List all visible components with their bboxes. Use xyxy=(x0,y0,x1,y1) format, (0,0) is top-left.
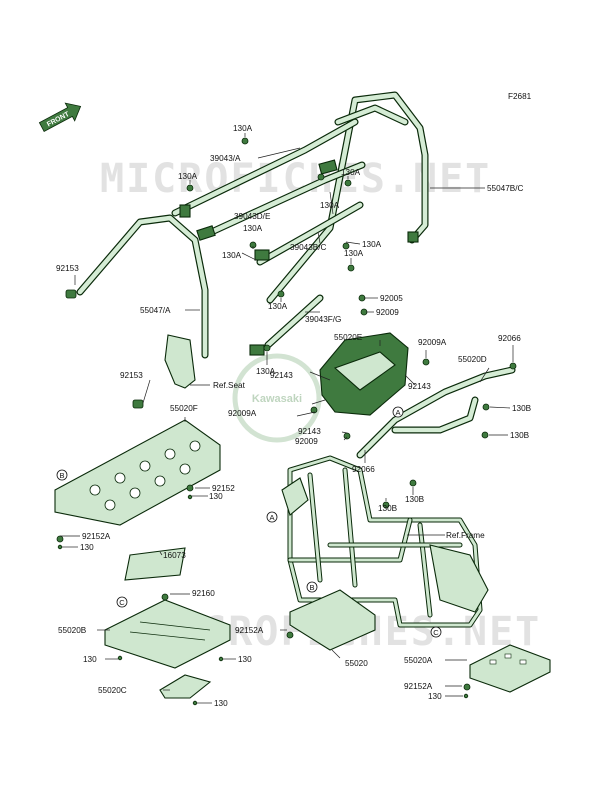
label-92066-1: 92066 xyxy=(498,334,521,343)
label-55020b: 55020B xyxy=(58,626,87,635)
label-130-3: 130 xyxy=(83,655,97,664)
label-92143-3: 92143 xyxy=(298,427,321,436)
label-130b-1: 130B xyxy=(512,404,532,413)
label-92009-2: 92009 xyxy=(295,437,318,446)
label-ref-frame: Ref.Frame xyxy=(446,531,485,540)
label-55020a: 55020A xyxy=(404,656,433,665)
label-39043bc: 39043B/C xyxy=(290,243,327,252)
main-frame xyxy=(281,455,489,628)
label-92009a-1: 92009A xyxy=(418,338,447,347)
label-55020e: 55020E xyxy=(334,333,363,342)
label-130a-6: 130A xyxy=(362,240,382,249)
leader-lines xyxy=(60,133,514,704)
label-130-1: 130 xyxy=(209,492,223,501)
label-39043fg: 39043F/G xyxy=(305,315,341,324)
label-130a-10: 130A xyxy=(256,367,276,376)
plate-55020c xyxy=(159,674,212,699)
label-130-4: 130 xyxy=(238,655,252,664)
label-39043a: 39043/A xyxy=(210,154,241,163)
callout-a-2: A xyxy=(266,511,278,523)
label-ref-seat: Ref.Seat xyxy=(213,381,246,390)
callout-c-2: C xyxy=(430,626,442,638)
label-130a-3: 130A xyxy=(341,168,361,177)
svg-text:B: B xyxy=(309,583,314,592)
label-92152-1: 92152 xyxy=(212,484,235,493)
roll-cage xyxy=(65,91,429,409)
label-130a-5: 130A xyxy=(243,224,263,233)
front-arrow-icon: FRONT xyxy=(38,102,82,132)
label-92152a-2: 92152A xyxy=(235,626,264,635)
label-130a-2: 130A xyxy=(178,172,198,181)
skid-plate-55020f xyxy=(54,419,221,550)
label-130-2: 130 xyxy=(80,543,94,552)
label-130a-7: 130A xyxy=(222,251,242,260)
label-16073 xyxy=(124,547,186,581)
callouts: A A B B C C xyxy=(56,406,442,638)
label-130-5: 130 xyxy=(428,692,442,701)
figure-code: F2681 xyxy=(508,92,532,101)
label-92009a-2: 92009A xyxy=(228,409,257,418)
label-55020: 55020 xyxy=(345,659,368,668)
label-130a-1: 130A xyxy=(233,124,253,133)
label-130a-9: 130A xyxy=(268,302,288,311)
svg-text:C: C xyxy=(433,628,439,637)
label-92009-1: 92009 xyxy=(376,308,399,317)
label-92153-2: 92153 xyxy=(120,371,143,380)
label-92066-2: 92066 xyxy=(352,465,375,474)
label-130b-4: 130B xyxy=(378,504,398,513)
label-92143-2: 92143 xyxy=(270,371,293,380)
svg-text:A: A xyxy=(269,513,274,522)
callout-a-1: A xyxy=(392,406,404,418)
bracket-55020d xyxy=(310,358,517,509)
svg-text:B: B xyxy=(59,471,64,480)
label-55047bc: 55047B/C xyxy=(487,184,524,193)
label-130b-3: 130B xyxy=(405,495,425,504)
callout-b-2: B xyxy=(306,581,318,593)
label-92152a-3: 92152A xyxy=(404,682,433,691)
part-labels: 130A 39043/A 130A 130A 55047B/C 130A 390… xyxy=(56,124,532,708)
label-39043de: 39043D/E xyxy=(234,212,271,221)
plate-55020a xyxy=(463,644,551,699)
svg-text:C: C xyxy=(119,598,125,607)
label-92005: 92005 xyxy=(380,294,403,303)
logo-text: Kawasaki xyxy=(252,393,302,405)
label-55020f: 55020F xyxy=(170,404,198,413)
label-55020c: 55020C xyxy=(98,686,127,695)
label-55020d: 55020D xyxy=(458,355,487,364)
label-130b-2: 130B xyxy=(510,431,530,440)
label-92153-1: 92153 xyxy=(56,264,79,273)
label-92160: 92160 xyxy=(192,589,215,598)
label-55047a: 55047/A xyxy=(140,306,171,315)
callout-c-1: C xyxy=(116,596,128,608)
svg-text:A: A xyxy=(395,408,400,417)
label-92143-1: 92143 xyxy=(408,382,431,391)
callout-b-1: B xyxy=(56,469,68,481)
label-130a-8: 130A xyxy=(344,249,364,258)
kawasaki-logo: Kawasaki xyxy=(232,353,322,443)
label-130-6: 130 xyxy=(214,699,228,708)
plate-55020 xyxy=(289,589,376,651)
label-92152a-1: 92152A xyxy=(82,532,111,541)
label-16073: 16073 xyxy=(163,551,186,560)
label-130a-4: 130A xyxy=(320,201,340,210)
plate-55020b xyxy=(104,593,231,669)
